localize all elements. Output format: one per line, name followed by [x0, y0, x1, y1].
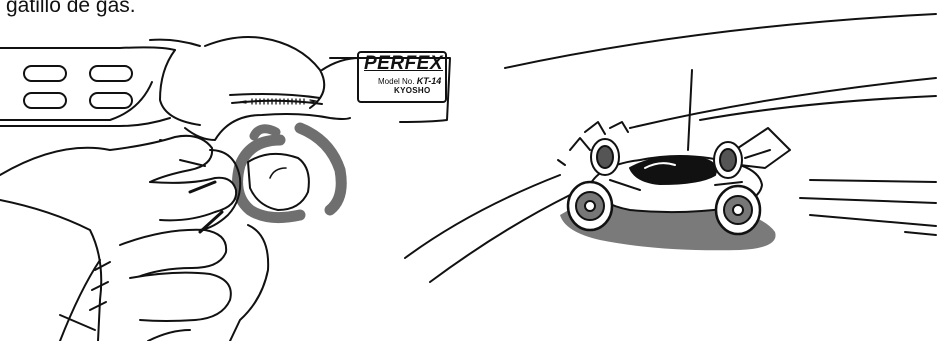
model-number: KT-14	[417, 76, 442, 86]
car-illustration	[405, 14, 936, 282]
model-row: Model No. KT-14	[378, 76, 441, 86]
brand-logo: PERFEX	[364, 53, 443, 75]
transmitter-badge: PERFEX Model No. KT-14 KYOSHO	[360, 52, 444, 100]
model-label: Model No.	[378, 77, 414, 86]
maker-logo: KYOSHO	[394, 86, 430, 95]
